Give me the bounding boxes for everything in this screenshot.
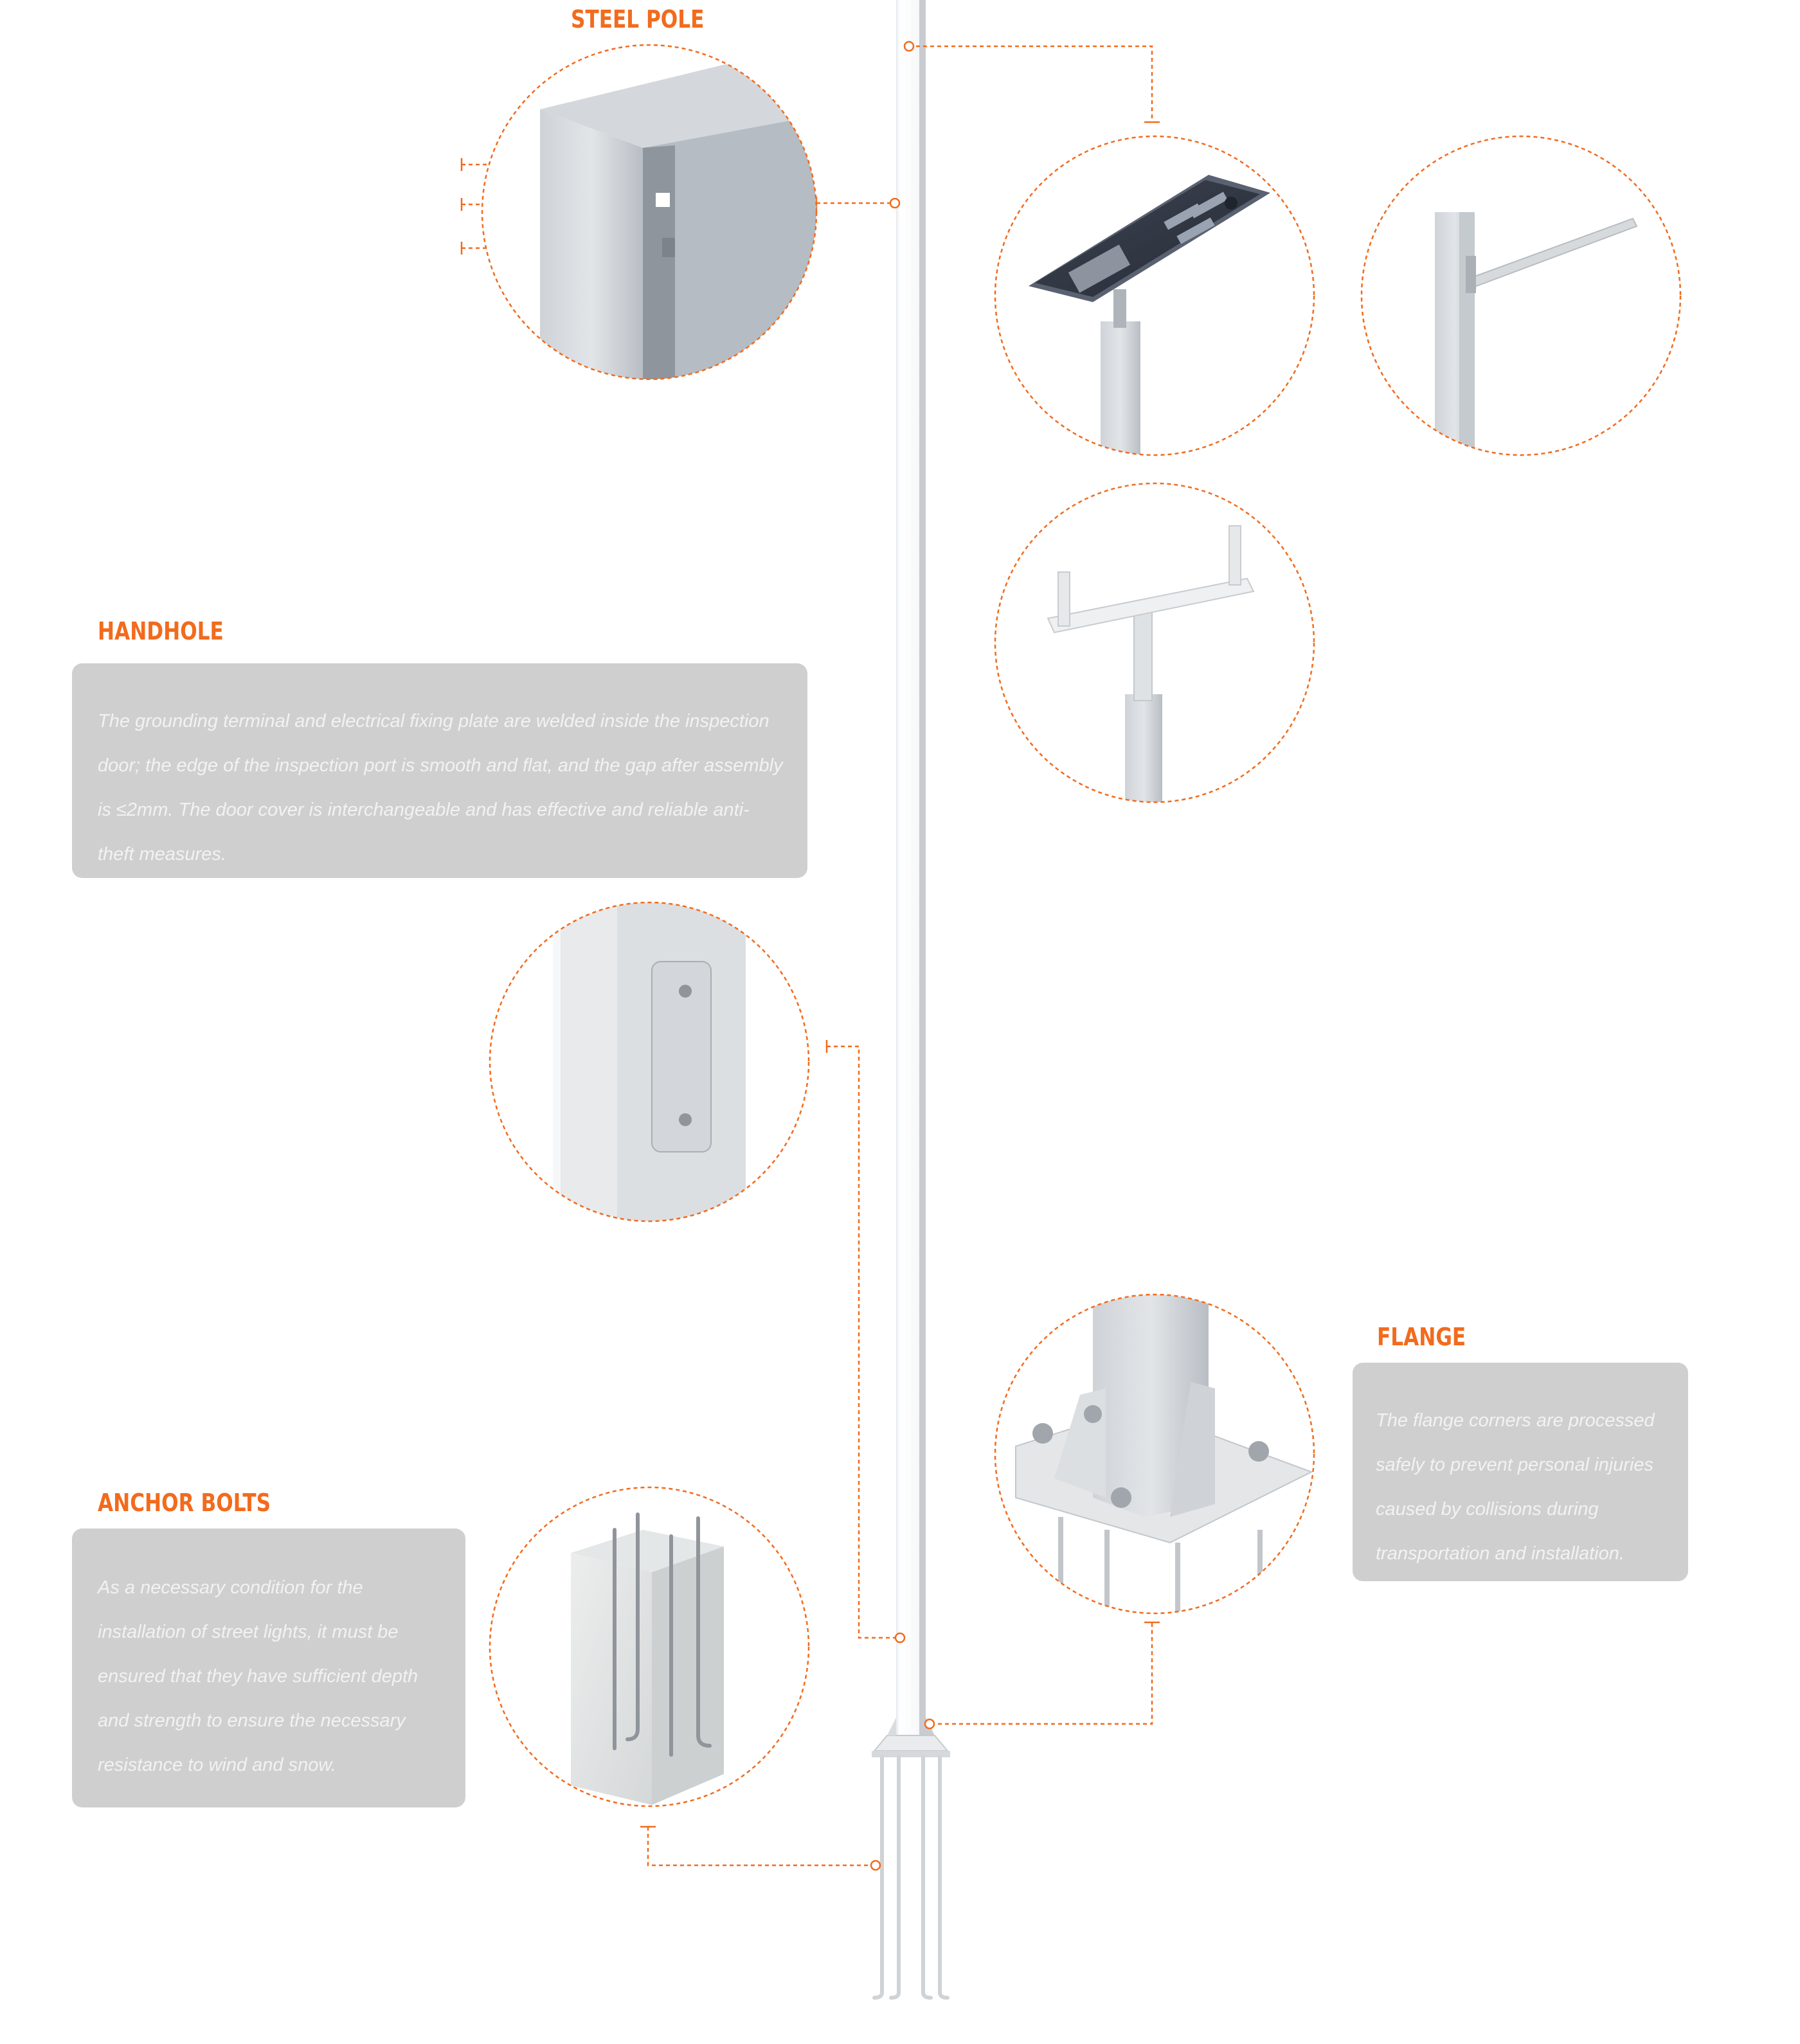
- flange-card: The flange corners are processed safely …: [1353, 1363, 1688, 1581]
- anchor-bolts-title: ANCHOR BOLTS: [98, 1489, 271, 1517]
- solar-lamp-head-detail: [994, 135, 1315, 456]
- double-bracket-detail: [994, 482, 1315, 803]
- flange-title: FLANGE: [1377, 1323, 1466, 1351]
- steel-pole-section-detail: [481, 44, 818, 381]
- handhole-card: The grounding terminal and electrical fi…: [72, 663, 807, 878]
- leader-endcaps: [460, 121, 1160, 1828]
- anchor-bolts-detail: [489, 1486, 810, 1807]
- flange-description: The flange corners are processed safely …: [1376, 1410, 1655, 1564]
- flange-detail: [994, 1293, 1315, 1615]
- single-arm-bracket-detail: [1360, 135, 1682, 456]
- steel-pole-title: STEEL POLE: [571, 5, 705, 33]
- handhole-title: HANDHOLE: [98, 617, 224, 645]
- anchor-bolts-description: As a necessary condition for the install…: [98, 1577, 419, 1775]
- handhole-description: The grounding terminal and electrical fi…: [98, 711, 783, 865]
- anchor-bolts-card: As a necessary condition for the install…: [72, 1529, 465, 1807]
- main-pole: [872, 0, 950, 2000]
- handhole-door-detail: [489, 901, 810, 1223]
